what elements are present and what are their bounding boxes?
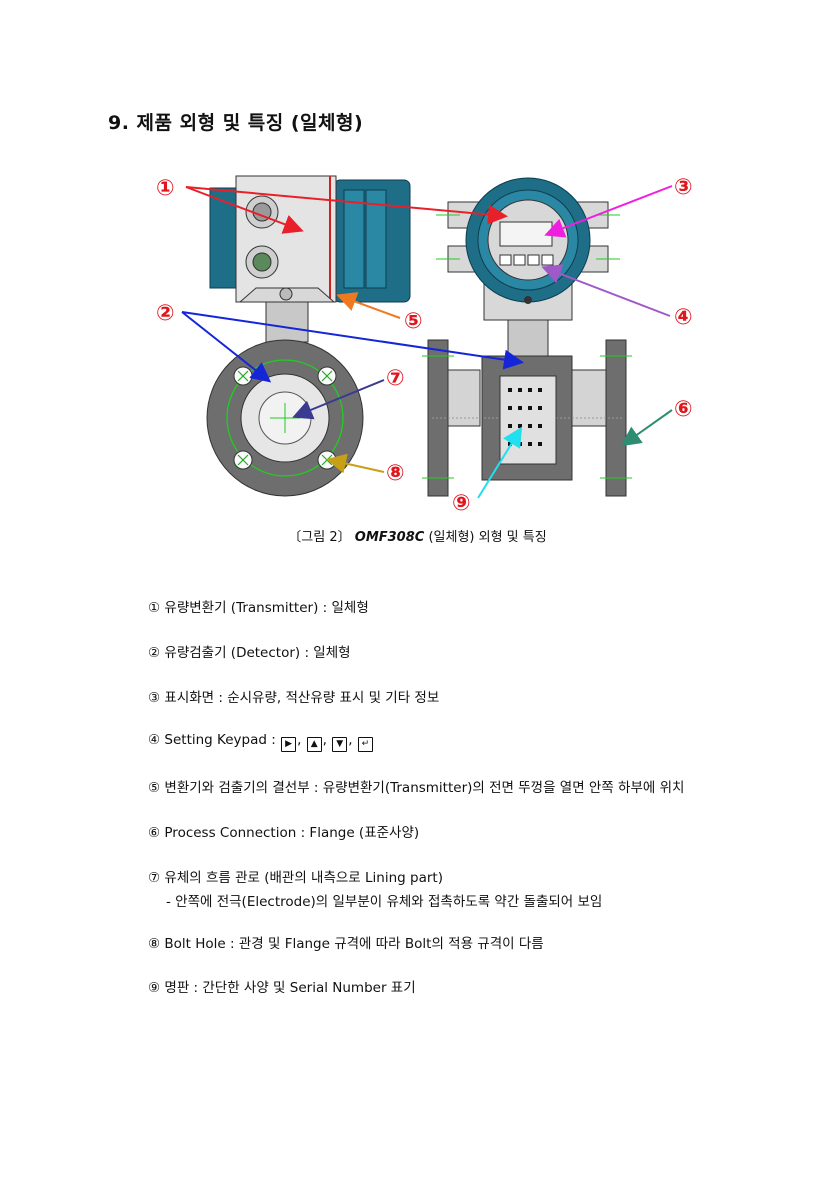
feature-item-7-sub: - 안쪽에 전극(Electrode)의 일부분이 유체와 접촉하도록 약간 돌… xyxy=(166,894,603,910)
product-diagram: ① ② ③ ④ ⑤ ⑥ ⑦ ⑧ ⑨ xyxy=(156,175,693,516)
key-up-icon: ▲ xyxy=(306,737,322,752)
feature-item-1: ① 유량변환기 (Transmitter) : 일체형 xyxy=(148,600,369,616)
caption-suffix: (일체형) 외형 및 특징 xyxy=(428,530,547,545)
front-view xyxy=(422,177,632,497)
callout-arrows xyxy=(181,185,673,499)
caption-model: OMF308C xyxy=(354,530,425,545)
key-down-icon: ▼ xyxy=(332,737,348,752)
feature-item-7: ⑦ 유체의 흐름 관로 (배관의 내측으로 Lining part) - 안쪽에… xyxy=(148,870,603,910)
callout-labels: ① ② ③ ④ ⑤ ⑥ ⑦ ⑧ ⑨ xyxy=(156,175,693,516)
callout-4: ④ xyxy=(674,305,693,330)
callout-6: ⑥ xyxy=(674,397,693,422)
feature-item-8: ⑧ Bolt Hole : 관경 및 Flange 규격에 따라 Bolt의 적… xyxy=(148,936,544,952)
callout-8: ⑧ xyxy=(386,461,405,486)
feature-item-3: ③ 표시화면 : 순시유량, 적산유량 표시 및 기타 정보 xyxy=(148,690,440,706)
callout-9: ⑨ xyxy=(452,491,471,516)
transmitter-housing xyxy=(235,175,337,303)
product-figure: ① ② ③ ④ ⑤ ⑥ ⑦ ⑧ ⑨ xyxy=(0,160,835,520)
section-title: 9. 제품 외형 및 특징 (일체형) xyxy=(108,112,364,134)
callout-7: ⑦ xyxy=(386,366,405,391)
feature-item-4: ④ Setting Keypad : ▶, ▲, ▼, ↵ xyxy=(148,732,374,752)
feature-item-6: ⑥ Process Connection : Flange (표준사양) xyxy=(148,825,420,841)
figure-caption: 〔그림 2〕 OMF308C (일체형) 외형 및 특징 xyxy=(0,526,835,545)
feature-item-9: ⑨ 명판 : 간단한 사양 및 Serial Number 표기 xyxy=(148,980,416,996)
feature-item-2: ② 유량검출기 (Detector) : 일체형 xyxy=(148,645,351,661)
callout-2: ② xyxy=(156,301,175,326)
keypad xyxy=(499,254,554,266)
callout-1: ① xyxy=(156,176,175,201)
display-window xyxy=(499,221,553,247)
feature-item-5: ⑤ 변환기와 검출기의 결선부 : 유량변환기(Transmitter)의 전면… xyxy=(148,780,685,796)
neck xyxy=(265,301,309,343)
cable-gland-bottom xyxy=(252,252,272,272)
key-enter-icon: ↵ xyxy=(357,737,373,752)
caption-prefix: 〔그림 2〕 xyxy=(288,530,351,545)
callout-5: ⑤ xyxy=(404,309,423,334)
callout-3: ③ xyxy=(674,175,693,200)
key-right-icon: ▶ xyxy=(281,737,297,752)
side-view xyxy=(206,175,411,497)
terminal-screw xyxy=(279,287,293,301)
